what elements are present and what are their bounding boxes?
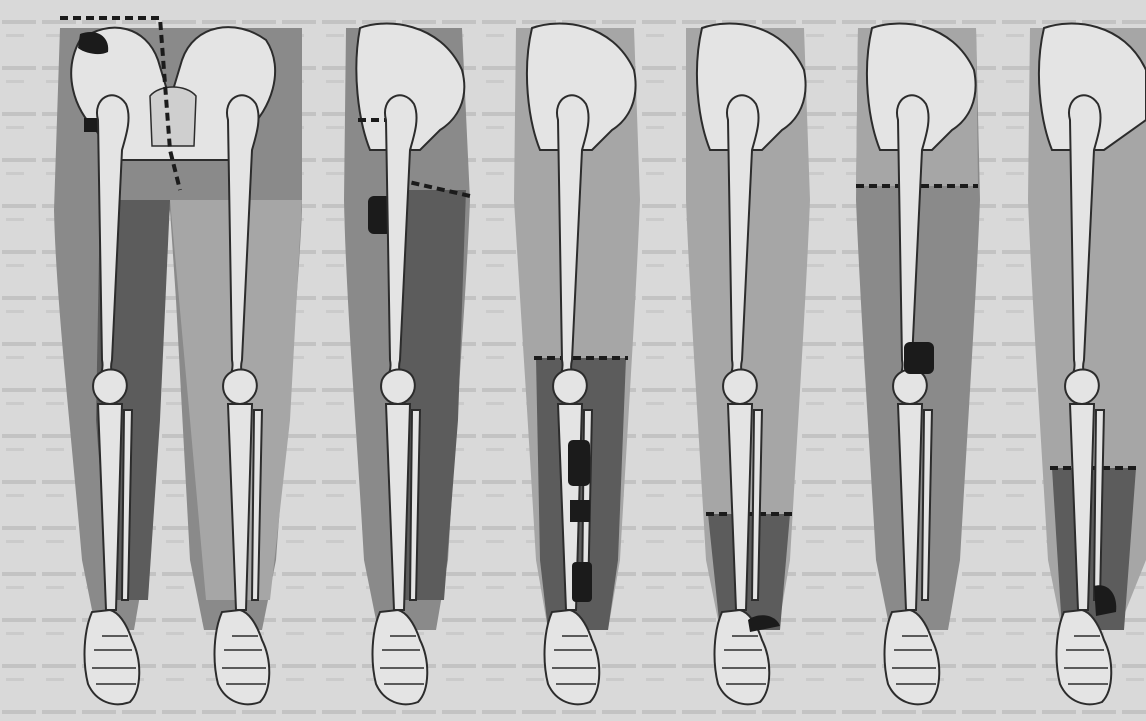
panel-5-lesion-distal-femur xyxy=(904,342,934,374)
panel-3-lesion-tibia-1 xyxy=(568,440,590,486)
panel-3-lesion-tibia-3 xyxy=(572,562,592,602)
panel-1-lesion-acetabulum xyxy=(84,118,98,132)
panel-3-lesion-tibia-2 xyxy=(570,500,590,522)
